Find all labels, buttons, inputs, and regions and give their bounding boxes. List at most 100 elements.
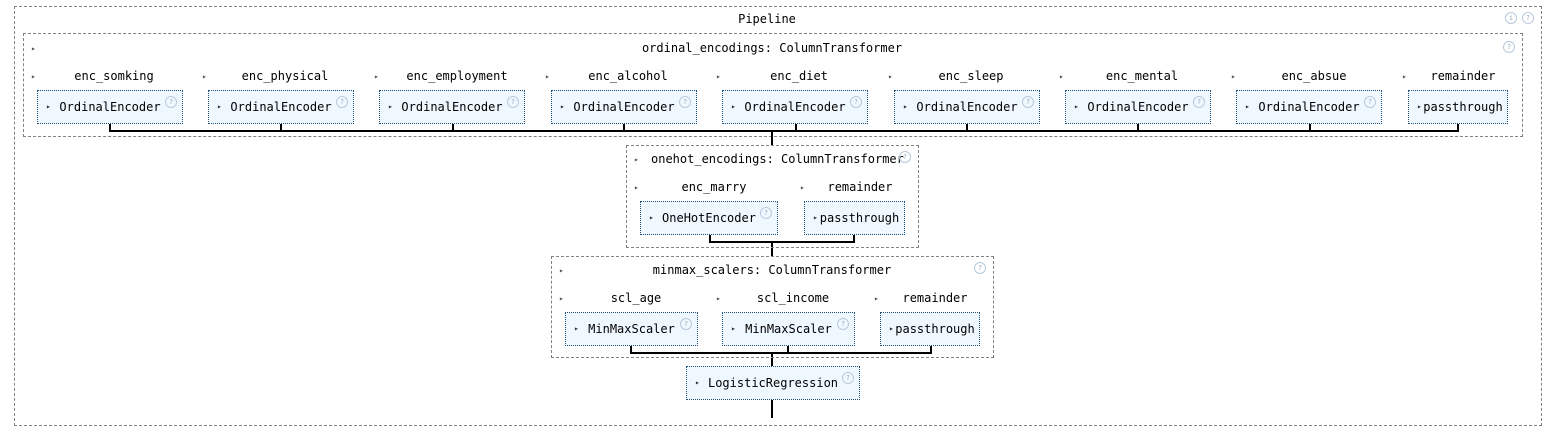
estimator-label: OneHotEncoder <box>662 211 756 225</box>
estimator-label: MinMaxScaler <box>745 322 832 336</box>
estimator-box[interactable]: ▸passthrough <box>1408 90 1508 124</box>
question-icon[interactable]: ? <box>837 318 849 330</box>
expand-arrow-icon[interactable]: ▸ <box>888 72 893 81</box>
expand-arrow-icon[interactable]: ▸ <box>31 44 36 53</box>
question-icon[interactable]: ? <box>1364 96 1376 108</box>
connector-line <box>623 124 625 132</box>
connector-line <box>795 124 797 132</box>
estimator-label: OrdinalEncoder <box>1087 100 1189 114</box>
estimator-box[interactable]: ▸ OrdinalEncoder? <box>1065 90 1211 124</box>
question-icon[interactable]: ? <box>850 96 862 108</box>
question-icon[interactable]: ? <box>1022 96 1034 108</box>
question-icon[interactable]: ? <box>974 262 986 274</box>
estimator-box[interactable]: ▸OrdinalEncoder? <box>208 90 354 124</box>
expand-arrow-icon[interactable]: ▸ <box>1402 72 1407 81</box>
logistic-regression-estimator[interactable]: ▸ LogisticRegression? <box>686 366 860 400</box>
expand-arrow-icon: ▸ <box>903 102 908 111</box>
connector-line <box>630 352 932 354</box>
expand-arrow-icon[interactable]: ▸ <box>31 72 36 81</box>
step-label[interactable]: enc_alcohol <box>588 69 668 83</box>
connector-line <box>771 132 773 146</box>
estimator-box[interactable]: ▸passthrough <box>880 312 980 346</box>
expand-arrow-icon[interactable]: ▸ <box>1231 72 1236 81</box>
question-icon[interactable]: ? <box>1503 41 1515 53</box>
expand-arrow-icon[interactable]: ▸ <box>634 183 639 192</box>
estimator-label: OrdinalEncoder <box>744 100 846 114</box>
expand-arrow-icon[interactable]: ▸ <box>716 72 721 81</box>
pipeline-title[interactable]: Pipeline <box>738 12 796 26</box>
question-icon[interactable]: ? <box>507 96 519 108</box>
estimator-box[interactable]: ▸ OrdinalEncoder? <box>894 90 1040 124</box>
question-icon[interactable]: ? <box>842 372 854 384</box>
onehot-encodings-container <box>626 145 919 248</box>
connector-line <box>771 242 773 256</box>
step-label[interactable]: enc_diet <box>770 69 828 83</box>
connector-line <box>109 130 1458 132</box>
estimator-label: MinMaxScaler <box>588 322 675 336</box>
estimator-label: OrdinalEncoder <box>916 100 1018 114</box>
question-icon[interactable]: ? <box>760 207 772 219</box>
expand-arrow-icon[interactable]: ▸ <box>202 72 207 81</box>
connector-line <box>630 346 632 354</box>
info-icon[interactable]: i <box>1505 12 1517 24</box>
expand-arrow-icon: ▸ <box>574 324 579 333</box>
estimator-box[interactable]: ▸ OrdinalEncoder? <box>551 90 697 124</box>
connector-line <box>709 235 711 243</box>
step-label[interactable]: enc_somking <box>74 69 154 83</box>
expand-arrow-icon: ▸ <box>388 102 393 111</box>
expand-arrow-icon: ▸ <box>695 378 700 387</box>
step-label[interactable]: enc_absue <box>1281 69 1347 83</box>
step-label[interactable]: enc_physical <box>241 69 329 83</box>
estimator-label: OrdinalEncoder <box>573 100 675 114</box>
expand-arrow-icon[interactable]: ▸ <box>874 294 879 303</box>
expand-arrow-icon[interactable]: ▸ <box>634 155 639 164</box>
connector-line <box>1309 124 1311 132</box>
expand-arrow-icon: ▸ <box>46 102 51 111</box>
minmax-scalers-container <box>551 256 994 358</box>
step-label[interactable]: scl_age <box>610 291 662 305</box>
expand-arrow-icon[interactable]: ▸ <box>545 72 550 81</box>
expand-arrow-icon[interactable]: ▸ <box>800 183 805 192</box>
question-icon[interactable]: ? <box>899 151 911 163</box>
step-label[interactable]: remainder <box>1430 69 1496 83</box>
expand-arrow-icon: ▸ <box>560 102 565 111</box>
estimator-box[interactable]: ▸ OrdinalEncoder? <box>722 90 868 124</box>
estimator-box[interactable]: ▸OneHotEncoder? <box>640 201 778 235</box>
step-label[interactable]: enc_employment <box>406 69 508 83</box>
step-label[interactable]: enc_mental <box>1105 69 1179 83</box>
estimator-box[interactable]: ▸ MinMaxScaler? <box>722 312 855 346</box>
expand-arrow-icon[interactable]: ▸ <box>1059 72 1064 81</box>
connector-line <box>771 353 773 367</box>
step-label[interactable]: scl_income <box>756 291 830 305</box>
onehot-encodings-title[interactable]: onehot_encodings: ColumnTransformer <box>651 152 904 166</box>
estimator-box[interactable]: ▸OrdinalEncoder? <box>379 90 525 124</box>
question-icon[interactable]: ? <box>680 318 692 330</box>
expand-arrow-icon: ▸ <box>731 102 736 111</box>
question-icon[interactable]: ? <box>679 96 691 108</box>
step-label[interactable]: enc_sleep <box>938 69 1004 83</box>
connector-line <box>1457 124 1459 132</box>
expand-arrow-icon[interactable]: ▸ <box>559 294 564 303</box>
minmax-scalers-title[interactable]: minmax_scalers: ColumnTransformer <box>652 263 892 277</box>
step-label[interactable]: remainder <box>902 291 968 305</box>
question-icon[interactable]: ? <box>1522 12 1534 24</box>
expand-arrow-icon: ▸ <box>1074 102 1079 111</box>
estimator-label: LogisticRegression <box>707 376 839 390</box>
estimator-box[interactable]: ▸OrdinalEncoder? <box>1236 90 1382 124</box>
expand-arrow-icon: ▸ <box>731 324 736 333</box>
connector-line <box>709 241 855 243</box>
question-icon[interactable]: ? <box>1193 96 1205 108</box>
connector-line <box>787 346 789 354</box>
question-icon[interactable]: ? <box>336 96 348 108</box>
estimator-box[interactable]: ▸ MinMaxScaler? <box>565 312 698 346</box>
expand-arrow-icon[interactable]: ▸ <box>559 266 564 275</box>
expand-arrow-icon: ▸ <box>889 324 894 333</box>
estimator-box[interactable]: ▸passthrough <box>804 201 905 235</box>
expand-arrow-icon[interactable]: ▸ <box>716 294 721 303</box>
step-label[interactable]: enc_marry <box>681 180 747 194</box>
estimator-box[interactable]: ▸OrdinalEncoder? <box>37 90 183 124</box>
step-label[interactable]: remainder <box>827 180 893 194</box>
expand-arrow-icon[interactable]: ▸ <box>374 72 379 81</box>
ordinal-encodings-title[interactable]: ordinal_encodings: ColumnTransformer <box>641 41 903 55</box>
question-icon[interactable]: ? <box>165 96 177 108</box>
